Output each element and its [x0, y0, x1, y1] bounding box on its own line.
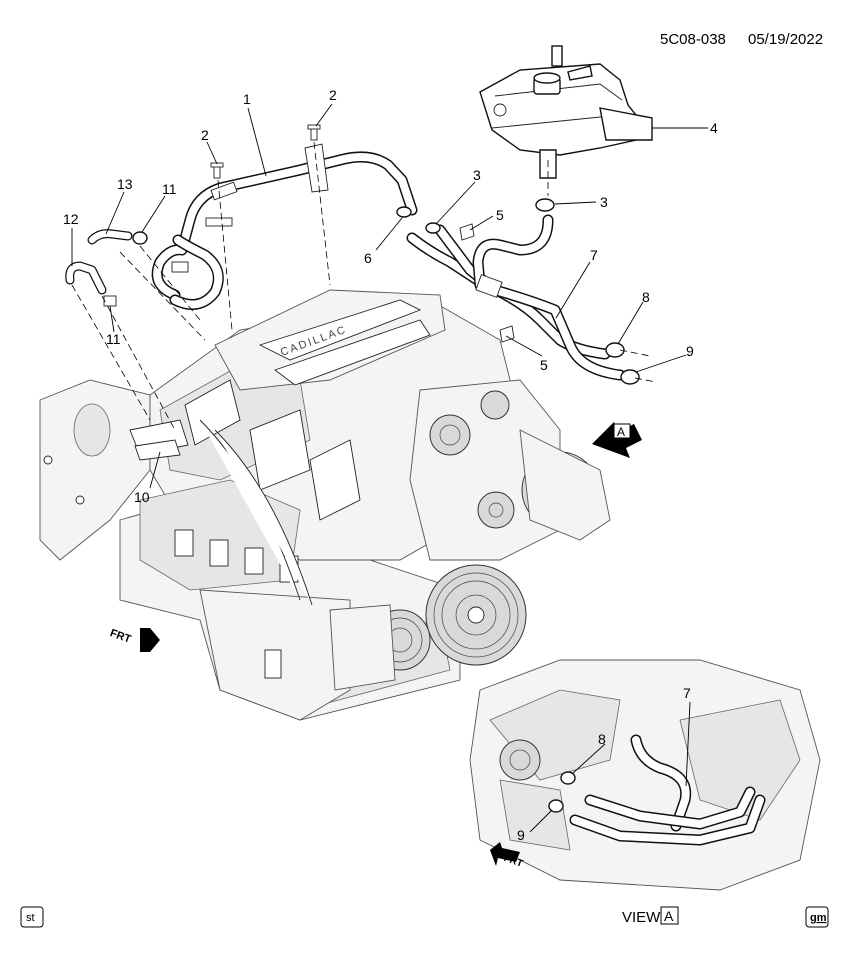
callout-5-lower: 5: [540, 357, 548, 373]
view-a-arrow: A: [592, 422, 642, 458]
view-letter-box: [660, 906, 679, 925]
callout-3-left: 3: [473, 167, 481, 183]
assembly-lines: [71, 141, 657, 431]
callout-3-right: 3: [600, 194, 608, 210]
front-arrow-main-label: FRT: [108, 627, 132, 646]
heater-outlet-hose: [151, 143, 418, 310]
callout-2-left: 2: [201, 127, 209, 143]
st-badge: [20, 906, 44, 928]
callout-10: 10: [134, 489, 150, 505]
view-callout-7: 7: [683, 685, 691, 701]
footer: st VIEW A gm: [20, 906, 829, 928]
callout-6: 6: [364, 250, 372, 266]
diagram-id: 5C08-038: [660, 31, 726, 48]
callout-11-lower: 11: [106, 331, 121, 347]
callouts: 1 2 2 3 3 4 5 5 6 7 8 9 10 11 11 12 13: [63, 87, 718, 505]
diagram-date: 05/19/2022: [748, 31, 823, 48]
callout-12: 12: [63, 211, 79, 227]
radiator-hose-assembly: [406, 214, 626, 381]
view-callout-9: 9: [517, 827, 525, 843]
fasteners-and-clamps: [103, 124, 640, 461]
small-coolant-hoses: [65, 229, 133, 295]
view-label: VIEW: [622, 909, 661, 926]
view-letter: A: [664, 908, 674, 924]
view-a-inset: 7 8 9 FRT: [469, 659, 821, 891]
front-arrow-main: FRT: [108, 627, 160, 652]
callout-7: 7: [590, 247, 598, 263]
callout-2-right: 2: [329, 87, 337, 103]
view-a-arrow-letter: A: [617, 425, 625, 439]
st-badge-label: st: [26, 912, 35, 924]
callout-8: 8: [642, 289, 650, 305]
callout-11-upper: 11: [162, 181, 177, 197]
leader-lines: [71, 103, 708, 489]
engine-assembly: CADILLAC: [39, 289, 611, 721]
callout-4: 4: [710, 120, 718, 136]
callout-1: 1: [243, 91, 251, 107]
gm-badge: [805, 906, 829, 928]
coolant-reservoir: [479, 45, 653, 179]
view-callout-8: 8: [598, 731, 606, 747]
callout-9: 9: [686, 343, 694, 359]
callout-13: 13: [117, 176, 133, 192]
gm-badge-label: gm: [810, 912, 827, 924]
callout-5-upper: 5: [496, 207, 504, 223]
